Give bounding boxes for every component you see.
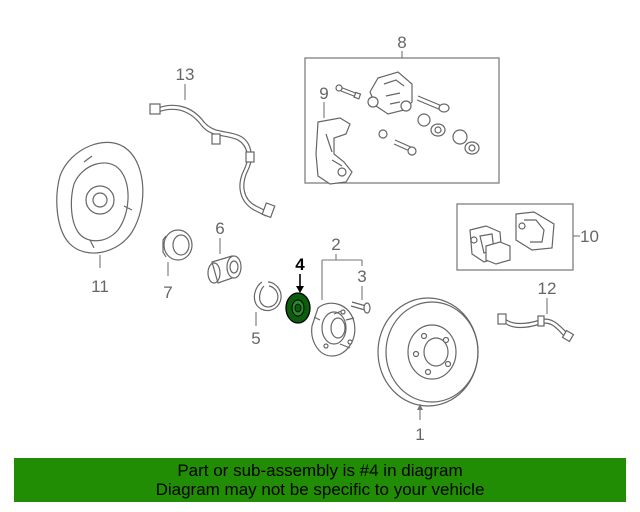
callout-7[interactable]: 7 [163, 283, 172, 302]
caliper-bolt[interactable] [335, 84, 362, 100]
callout-13[interactable]: 13 [176, 65, 195, 84]
axle-hub-group[interactable]: 2 3 [311, 235, 371, 357]
callout-10[interactable]: 10 [580, 227, 599, 246]
callout-12[interactable]: 12 [538, 279, 557, 298]
oil-seal-group[interactable]: 4 [285, 255, 311, 324]
info-banner: Part or sub-assembly is #4 in diagram Di… [14, 458, 626, 502]
banner-line-1: Part or sub-assembly is #4 in diagram [177, 461, 463, 480]
callout-3[interactable]: 3 [357, 267, 366, 286]
anti-squeal-shim[interactable] [485, 241, 511, 265]
dust-deflector[interactable] [163, 229, 193, 261]
brake-rotor-group[interactable]: 1 [377, 297, 479, 444]
hub-bolt[interactable] [350, 301, 371, 314]
banner-line-2: Diagram may not be specific to your vehi… [155, 480, 485, 499]
dust-deflector-group[interactable]: 7 [162, 229, 193, 302]
callout-6[interactable]: 6 [215, 219, 224, 238]
caliper-assembly-group[interactable]: 8 9 [304, 33, 500, 185]
axle-hub[interactable] [311, 302, 356, 357]
brake-pad-outer[interactable] [515, 211, 555, 251]
caliper-bleeder-pin[interactable] [378, 129, 417, 156]
brake-rotor[interactable] [377, 297, 479, 407]
callout-8[interactable]: 8 [397, 33, 406, 52]
abs-wire-clip[interactable] [245, 151, 255, 163]
brake-hose-group[interactable]: 12 [497, 279, 575, 343]
snap-ring-group[interactable]: 5 [251, 281, 282, 348]
backing-plate[interactable] [56, 141, 144, 254]
abs-wire-clip[interactable] [211, 133, 221, 145]
caliper-mounting-bracket[interactable] [315, 117, 353, 185]
callout-11[interactable]: 11 [91, 277, 109, 296]
brake-pad-box [456, 203, 574, 271]
callout-9[interactable]: 9 [319, 84, 328, 103]
caliper-body[interactable] [367, 71, 413, 115]
brake-hose[interactable] [497, 313, 575, 343]
wheel-bearing-group[interactable]: 6 [207, 219, 242, 284]
backing-plate-group[interactable]: 11 [56, 141, 144, 296]
callout-4[interactable]: 4 [295, 255, 305, 274]
abs-sensor-head[interactable] [261, 202, 276, 219]
caliper-piston-seals[interactable] [417, 113, 480, 155]
brake-pad-group[interactable]: 10 [456, 203, 599, 271]
snap-ring[interactable] [253, 281, 282, 312]
exploded-parts-diagram: 8 9 [56, 33, 599, 444]
oil-seal[interactable] [285, 292, 311, 324]
callout-4-arrowhead [296, 286, 304, 293]
callout-1[interactable]: 1 [415, 425, 424, 444]
caliper-slide-pin[interactable] [416, 95, 450, 113]
callout-2[interactable]: 2 [331, 235, 340, 254]
callout-5[interactable]: 5 [251, 329, 260, 348]
abs-sensor-group[interactable]: 13 [149, 65, 276, 219]
abs-sensor-wire[interactable] [157, 104, 269, 213]
abs-connector[interactable] [149, 103, 161, 115]
wheel-bearing[interactable] [207, 255, 242, 284]
